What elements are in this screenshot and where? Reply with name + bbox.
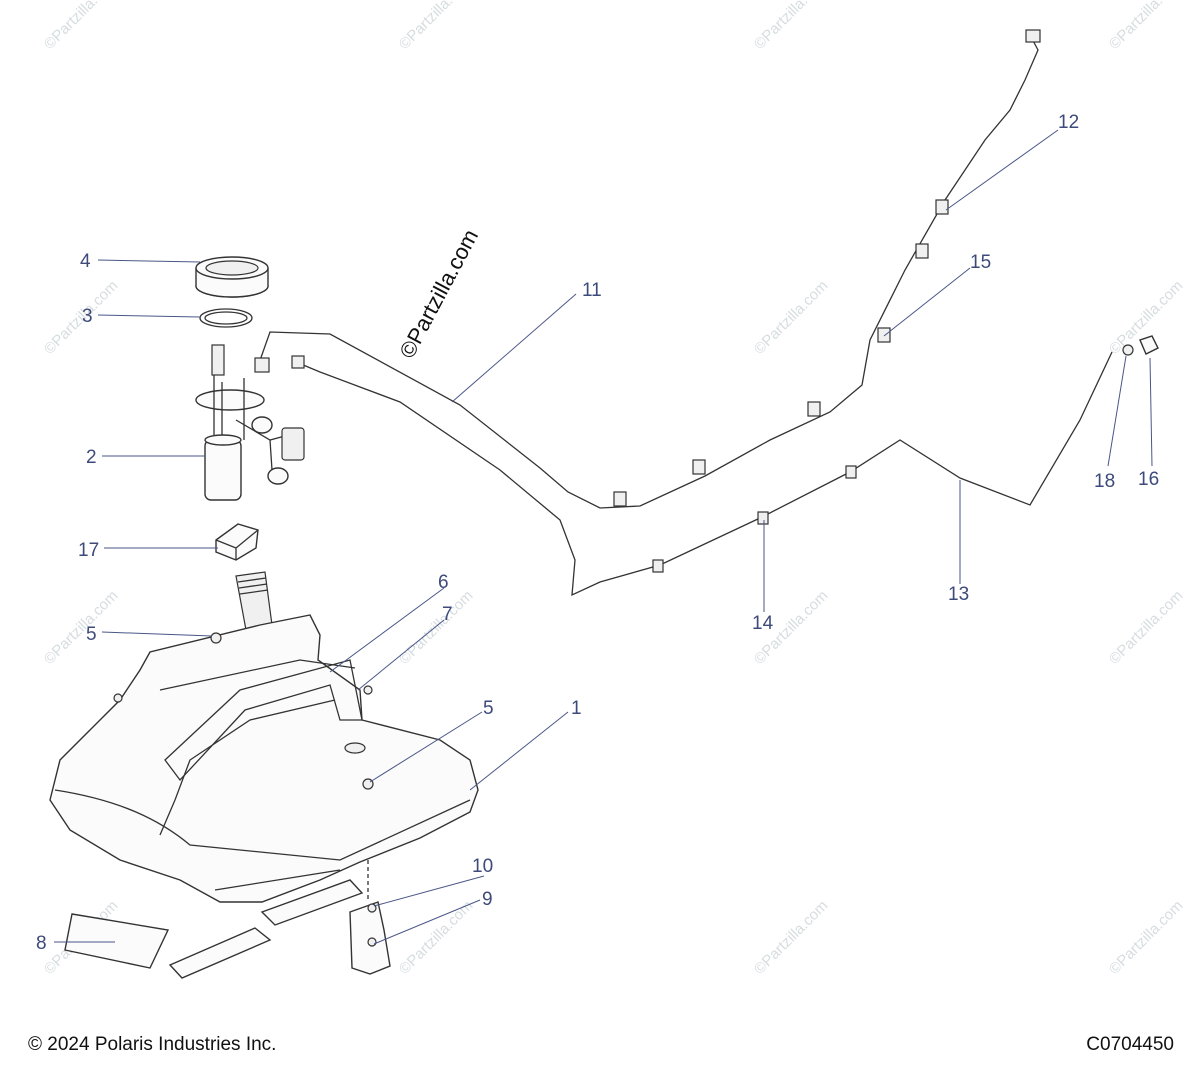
watermark: ©Partzilla.com	[41, 0, 122, 53]
part-fuel-line-return	[291, 351, 1113, 597]
callout-6: 6	[438, 572, 449, 593]
part-clips	[613, 199, 949, 573]
callout-1: 1	[571, 698, 582, 719]
part-bolts	[113, 632, 374, 790]
watermark: ©Partzilla.com	[41, 587, 122, 668]
part-fuel-pump	[195, 344, 305, 501]
callout-13: 13	[948, 584, 969, 605]
callout-12: 12	[1058, 112, 1079, 133]
leader-lines	[54, 129, 1153, 945]
callout-10: 10	[472, 856, 493, 877]
watermark: ©Partzilla.com	[751, 0, 832, 53]
watermark: ©Partzilla.com	[1106, 0, 1187, 53]
part-fitting	[1122, 335, 1159, 356]
callout-7: 7	[442, 604, 453, 625]
part-fuel-tank	[49, 571, 479, 903]
copyright-text: © 2024 Polaris Industries Inc.	[28, 1034, 277, 1055]
callout-17: 17	[78, 540, 99, 561]
part-cap	[215, 523, 259, 561]
part-lock-ring	[195, 256, 269, 298]
part-fuel-line-supply	[254, 29, 1041, 510]
callout-11: 11	[582, 280, 602, 301]
callout-15: 15	[970, 252, 991, 273]
callout-2: 2	[86, 447, 97, 468]
callout-5: 5	[86, 624, 97, 645]
figure-id: C0704450	[1086, 1034, 1174, 1055]
callout-8: 8	[36, 933, 47, 954]
callout-9: 9	[482, 889, 493, 910]
callout-16: 16	[1138, 469, 1159, 490]
watermark: ©Partzilla.com	[751, 277, 832, 358]
part-straps	[159, 659, 363, 836]
callout-4: 4	[80, 251, 91, 272]
part-seal	[199, 308, 253, 328]
watermark: ©Partzilla.com	[751, 897, 832, 978]
watermark: ©Partzilla.com	[1106, 587, 1187, 668]
callout-14: 14	[752, 613, 774, 634]
part-bracket	[349, 860, 391, 975]
watermark: ©Partzilla.com	[1106, 897, 1187, 978]
watermark: ©Partzilla.com	[396, 897, 477, 978]
watermark: ©Partzilla.com	[396, 587, 477, 668]
watermark-main: ©Partzilla.com	[394, 225, 483, 362]
part-pads	[64, 879, 364, 979]
callout-5: 5	[483, 698, 494, 719]
watermark: ©Partzilla.com	[396, 0, 477, 53]
callout-18: 18	[1094, 471, 1115, 492]
callout-3: 3	[82, 306, 93, 327]
callout-labels: 1 2 3 4 5 5 6 7 8 9 10 11 12 13 14 15 16…	[36, 112, 1159, 954]
